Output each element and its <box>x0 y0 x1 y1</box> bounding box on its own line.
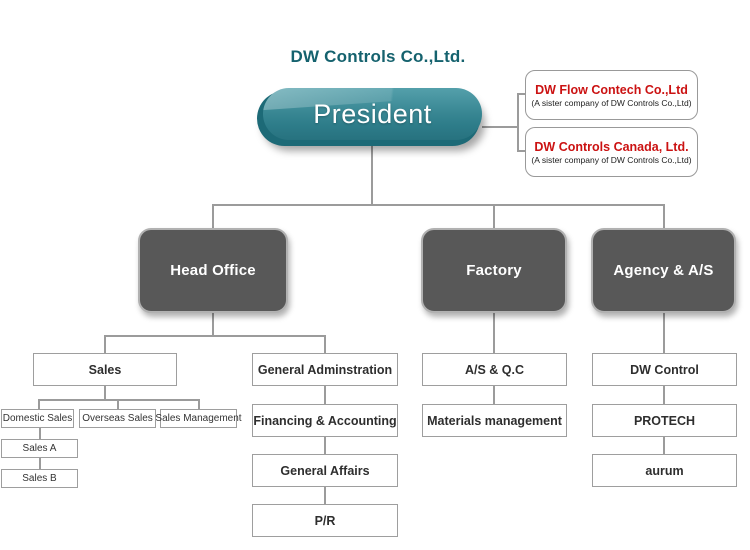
sister-company-dw-flow-contech: DW Flow Contech Co.,Ltd (A sister compan… <box>525 70 698 120</box>
connector-admin-1-2 <box>324 385 326 405</box>
dept-as-qc: A/S & Q.C <box>422 353 567 386</box>
dept-general-administration: General Adminstration <box>252 353 398 386</box>
sister-company-dw-controls-canada: DW Controls Canada, Ltd. (A sister compa… <box>525 127 698 177</box>
connector-sister-stem <box>482 126 519 128</box>
connector-drop-overseas <box>117 399 119 410</box>
dept-general-affairs: General Affairs <box>252 454 398 487</box>
company-title: DW Controls Co.,Ltd. <box>290 47 466 66</box>
sister-company-note: (A sister company of DW Controls Co.,Ltd… <box>531 97 692 108</box>
branch-label: Factory <box>466 262 522 279</box>
team-domestic-sales: Domestic Sales <box>1 409 74 428</box>
connector-sister-stub-2 <box>517 150 527 152</box>
branch-head-office: Head Office <box>138 228 288 313</box>
connector-factory-1-2 <box>493 385 495 405</box>
branch-label: Head Office <box>170 262 256 279</box>
connector-domestic-salesa <box>39 427 41 440</box>
connector-sales-horizontal <box>38 399 200 401</box>
dept-protech: PROTECH <box>592 404 737 437</box>
team-sales-management: Sales Management <box>155 409 242 428</box>
unit-sales-a: Sales A <box>1 439 78 458</box>
connector-sister-vertical <box>517 93 519 152</box>
connector-drop-admin <box>324 335 326 354</box>
connector-drop-management <box>198 399 200 410</box>
connector-drop-head-office <box>212 204 214 229</box>
dept-sales: Sales <box>33 353 177 386</box>
team-overseas-sales: Overseas Sales <box>79 409 156 428</box>
dept-materials-management: Materials management <box>422 404 567 437</box>
connector-agency-drop <box>663 312 665 354</box>
sister-company-name: DW Controls Canada, Ltd. <box>534 139 689 154</box>
unit-sales-b: Sales B <box>1 469 78 488</box>
connector-agency-2-3 <box>663 436 665 455</box>
connector-top-horizontal <box>212 204 665 206</box>
president-label: President <box>313 98 432 129</box>
connector-president-drop <box>371 140 373 206</box>
connector-factory-drop <box>493 312 495 354</box>
connector-agency-1-2 <box>663 385 665 405</box>
sister-company-name: DW Flow Contech Co.,Ltd <box>535 82 688 97</box>
connector-salesa-salesb <box>39 457 41 470</box>
connector-admin-3-4 <box>324 486 326 505</box>
connector-sister-stub-1 <box>517 93 527 95</box>
connector-sales-drop <box>104 385 106 401</box>
connector-admin-2-3 <box>324 436 326 455</box>
connector-drop-domestic <box>38 399 40 410</box>
connector-headoffice-drop <box>212 313 214 337</box>
connector-drop-agency <box>663 204 665 229</box>
connector-drop-factory <box>493 204 495 229</box>
sister-company-note: (A sister company of DW Controls Co.,Ltd… <box>531 154 692 165</box>
branch-factory: Factory <box>421 228 567 313</box>
dept-financing-accounting: Financing & Accounting <box>252 404 398 437</box>
branch-label: Agency & A/S <box>613 262 714 279</box>
dept-dw-control: DW Control <box>592 353 737 386</box>
president-node: President <box>263 88 482 140</box>
branch-agency-as: Agency & A/S <box>591 228 736 313</box>
dept-aurum: aurum <box>592 454 737 487</box>
connector-drop-sales <box>104 335 106 354</box>
dept-pr: P/R <box>252 504 398 537</box>
connector-headoffice-horizontal <box>104 335 326 337</box>
